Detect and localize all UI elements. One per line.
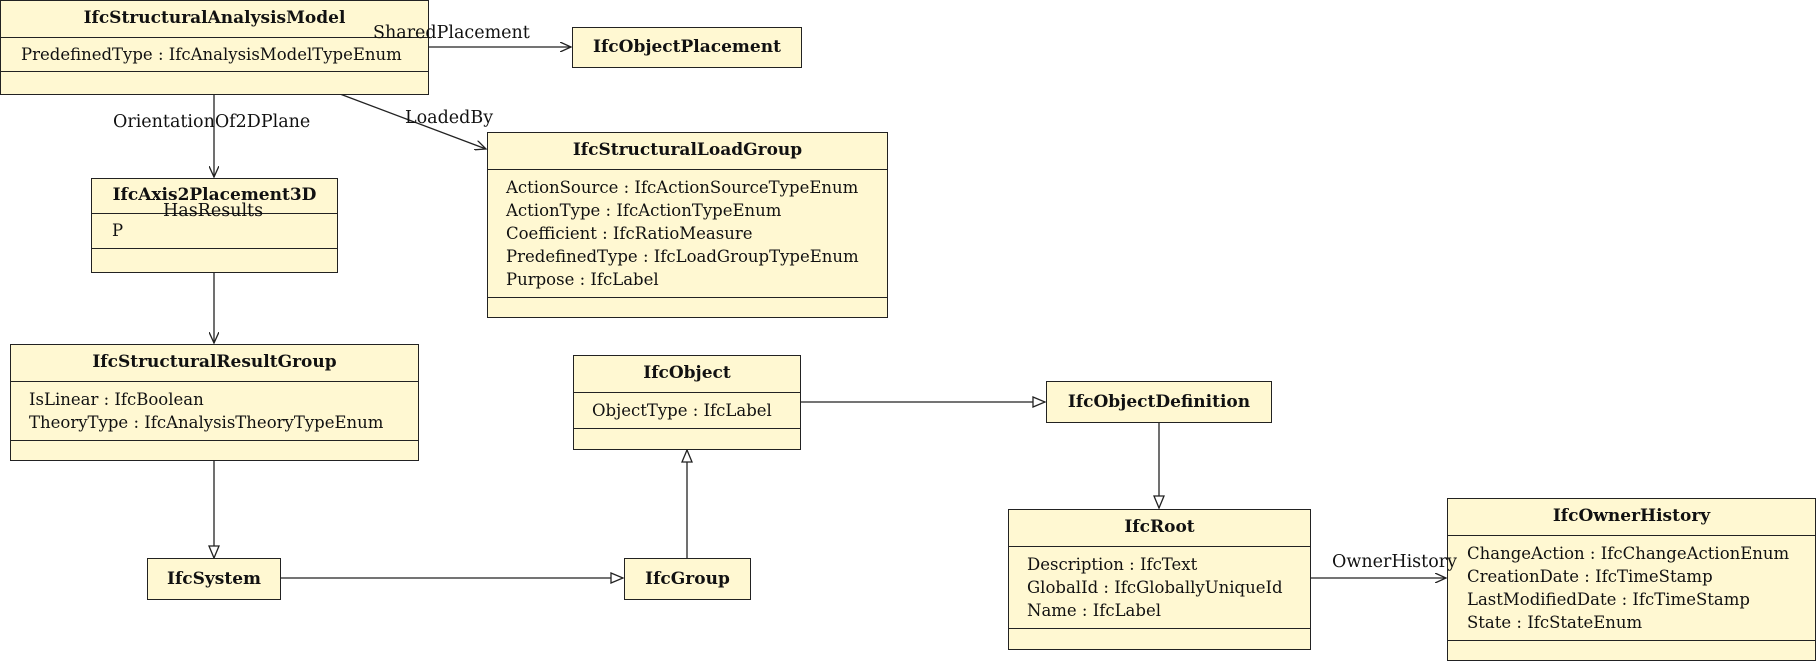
attribute: GlobalId : IfcGloballyUniqueId (1027, 578, 1283, 597)
class-ifc-structural-result-group[interactable]: IfcStructuralResultGroup IsLinear : IfcB… (10, 344, 419, 461)
class-name: IfcOwnerHistory (1552, 506, 1711, 526)
attribute: LastModifiedDate : IfcTimeStamp (1467, 590, 1750, 609)
class-attributes: Description : IfcText GlobalId : IfcGlob… (1009, 546, 1310, 628)
attribute: ChangeAction : IfcChangeActionEnum (1467, 544, 1790, 563)
class-operations (574, 428, 800, 446)
attribute: Coefficient : IfcRatioMeasure (506, 224, 753, 243)
class-operations (92, 248, 337, 266)
class-name: IfcGroup (645, 569, 730, 589)
class-ifc-object[interactable]: IfcObject ObjectType : IfcLabel (573, 355, 801, 450)
attribute: Description : IfcText (1027, 555, 1198, 574)
attribute: State : IfcStateEnum (1467, 613, 1643, 632)
attribute: Purpose : IfcLabel (506, 270, 659, 289)
class-ifc-system[interactable]: IfcSystem (147, 558, 281, 600)
attribute: CreationDate : IfcTimeStamp (1467, 567, 1713, 586)
class-name: IfcObjectPlacement (593, 37, 781, 57)
class-ifc-owner-history[interactable]: IfcOwnerHistory ChangeAction : IfcChange… (1447, 498, 1816, 661)
attribute: ActionSource : IfcActionSourceTypeEnum (506, 178, 859, 197)
class-name: IfcObject (643, 363, 731, 383)
class-name: IfcStructuralLoadGroup (572, 140, 803, 160)
class-name: IfcStructuralResultGroup (92, 352, 337, 372)
attribute: ActionType : IfcActionTypeEnum (506, 201, 782, 220)
class-attributes: ChangeAction : IfcChangeActionEnum Creat… (1448, 535, 1815, 640)
attribute: PredefinedType : IfcLoadGroupTypeEnum (506, 247, 859, 266)
label-shared-placement: SharedPlacement (373, 23, 530, 43)
attribute: PredefinedType : IfcAnalysisModelTypeEnu… (21, 45, 402, 64)
class-operations (1009, 628, 1310, 645)
label-loaded-by: LoadedBy (405, 108, 494, 128)
class-attributes: ActionSource : IfcActionSourceTypeEnum A… (488, 169, 887, 297)
class-name: IfcObjectDefinition (1067, 392, 1251, 412)
attribute: IsLinear : IfcBoolean (29, 390, 204, 409)
class-ifc-root[interactable]: IfcRoot Description : IfcText GlobalId :… (1008, 509, 1311, 650)
label-owner-history: OwnerHistory (1332, 552, 1457, 572)
class-ifc-object-placement[interactable]: IfcObjectPlacement (572, 27, 802, 68)
class-ifc-axis2-placement-3d[interactable]: IfcAxis2Placement3D P (91, 178, 338, 273)
class-operations (1448, 640, 1815, 655)
class-attributes: IsLinear : IfcBoolean TheoryType : IfcAn… (11, 381, 418, 440)
class-name: IfcAxis2Placement3D (112, 185, 317, 205)
attribute: ObjectType : IfcLabel (592, 401, 772, 420)
class-operations (11, 440, 418, 457)
class-attributes: PredefinedType : IfcAnalysisModelTypeEnu… (1, 37, 428, 71)
class-attributes: P (92, 213, 337, 248)
class-name: IfcRoot (1124, 517, 1195, 537)
edge-loaded-by (339, 93, 486, 149)
class-ifc-structural-analysis-model[interactable]: IfcStructuralAnalysisModel PredefinedTyp… (0, 0, 429, 95)
label-has-results: HasResults (163, 201, 264, 221)
class-operations (1, 71, 428, 88)
label-orientation-of-2d-plane: OrientationOf2DPlane (113, 112, 311, 132)
attribute: P (112, 221, 124, 240)
class-ifc-object-definition[interactable]: IfcObjectDefinition (1046, 381, 1272, 423)
class-attributes: ObjectType : IfcLabel (574, 392, 800, 428)
attribute: TheoryType : IfcAnalysisTheoryTypeEnum (29, 413, 384, 432)
class-ifc-structural-load-group[interactable]: IfcStructuralLoadGroup ActionSource : If… (487, 132, 888, 318)
class-name: IfcStructuralAnalysisModel (83, 8, 346, 28)
class-name: IfcSystem (167, 569, 261, 589)
attribute: Name : IfcLabel (1027, 601, 1161, 620)
class-operations (488, 297, 887, 315)
class-ifc-group[interactable]: IfcGroup (624, 558, 751, 600)
